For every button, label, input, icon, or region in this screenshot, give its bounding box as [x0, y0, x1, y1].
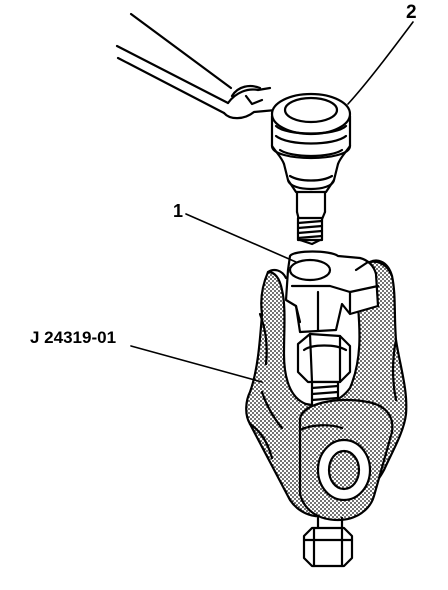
callout-2-label: 2: [406, 2, 417, 23]
control-arm: [115, 12, 278, 120]
leader-tool: [130, 345, 263, 383]
leader-lines: [130, 21, 414, 383]
stud-thread: [296, 216, 324, 246]
ball-joint-stud-assembly: [270, 92, 352, 226]
tool-adapter-bore: [284, 250, 380, 334]
callout-1-label: 1: [173, 201, 184, 221]
leader-2: [347, 21, 414, 105]
swivel-pad: [298, 398, 394, 522]
leader-1: [185, 213, 297, 263]
callout-tool-label: J 24319-01: [30, 328, 117, 347]
bottom-hex-nut: [302, 516, 354, 568]
